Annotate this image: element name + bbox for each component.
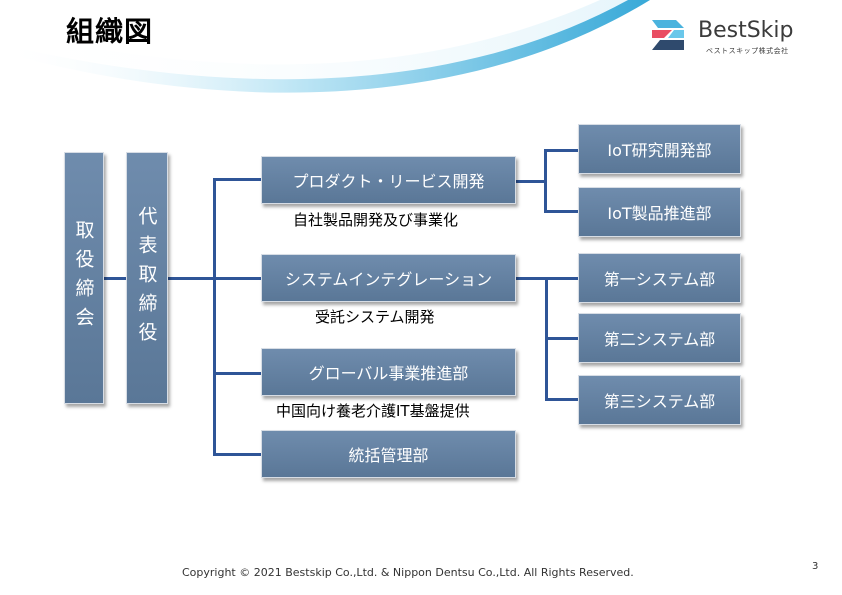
president-label: 代表取締役 bbox=[135, 205, 158, 351]
connector-to-system-3 bbox=[545, 398, 578, 401]
dept-general-management-label: 統括管理部 bbox=[348, 446, 429, 465]
unit-iot-rd-label: IoT研究開発部 bbox=[607, 141, 712, 160]
dept-product-service-box: プロダクト・リービス開発 bbox=[261, 156, 516, 204]
connector-si-out bbox=[516, 277, 547, 280]
company-logo: BestSkip ベストスキップ株式会社 bbox=[648, 16, 828, 58]
connector-to-dept-3 bbox=[213, 372, 261, 375]
unit-system-1-label: 第一システム部 bbox=[603, 270, 716, 289]
unit-system-3-label: 第三システム部 bbox=[603, 392, 716, 411]
connector-trunk-vertical bbox=[213, 178, 216, 456]
unit-system-1-box: 第一システム部 bbox=[578, 253, 741, 303]
unit-iot-rd-box: IoT研究開発部 bbox=[578, 124, 741, 174]
logo-name: BestSkip bbox=[698, 18, 794, 43]
connector-product-out bbox=[516, 180, 546, 183]
connector-president-trunk bbox=[167, 277, 215, 280]
dept-system-integration-caption: 受託システム開発 bbox=[315, 308, 435, 326]
connector-to-dept-4 bbox=[213, 453, 261, 456]
dept-global-business-caption: 中国向け養老介護IT基盤提供 bbox=[276, 402, 470, 420]
page-number: 3 bbox=[812, 561, 819, 572]
connector-board-president bbox=[104, 277, 126, 280]
dept-general-management-box: 統括管理部 bbox=[261, 430, 516, 478]
dept-global-business-box: グローバル事業推進部 bbox=[261, 348, 516, 396]
dept-product-service-caption: 自社製品開発及び事業化 bbox=[293, 211, 459, 229]
board-of-directors-box: 取役締会 bbox=[64, 152, 104, 404]
connector-to-dept-2 bbox=[213, 277, 261, 280]
header-swoosh bbox=[0, 0, 650, 93]
unit-system-2-box: 第二システム部 bbox=[578, 313, 741, 363]
president-box: 代表取締役 bbox=[126, 152, 168, 404]
unit-system-3-box: 第三システム部 bbox=[578, 375, 741, 425]
connector-to-iot-rd bbox=[544, 149, 578, 152]
connector-product-vertical bbox=[544, 149, 547, 212]
unit-system-2-label: 第二システム部 bbox=[603, 330, 716, 349]
logo-subtitle: ベストスキップ株式会社 bbox=[706, 47, 789, 55]
connector-to-dept-1 bbox=[213, 178, 261, 181]
dept-product-service-label: プロダクト・リービス開発 bbox=[292, 172, 485, 191]
unit-iot-product-label: IoT製品推進部 bbox=[607, 204, 712, 223]
dept-system-integration-label: システムインテグレーション bbox=[284, 270, 493, 289]
connector-to-system-1 bbox=[545, 277, 578, 280]
board-label: 取役締会 bbox=[72, 220, 95, 336]
unit-iot-product-box: IoT製品推進部 bbox=[578, 187, 741, 237]
connector-to-iot-product bbox=[544, 210, 578, 213]
connector-to-system-2 bbox=[545, 337, 578, 340]
dept-system-integration-box: システムインテグレーション bbox=[261, 254, 516, 302]
copyright-footer: Copyright © 2021 Bestskip Co.,Ltd. & Nip… bbox=[182, 566, 634, 579]
dept-global-business-label: グローバル事業推進部 bbox=[308, 364, 469, 383]
bestskip-logo-icon bbox=[652, 20, 684, 50]
page-title: 組織図 bbox=[66, 15, 154, 48]
